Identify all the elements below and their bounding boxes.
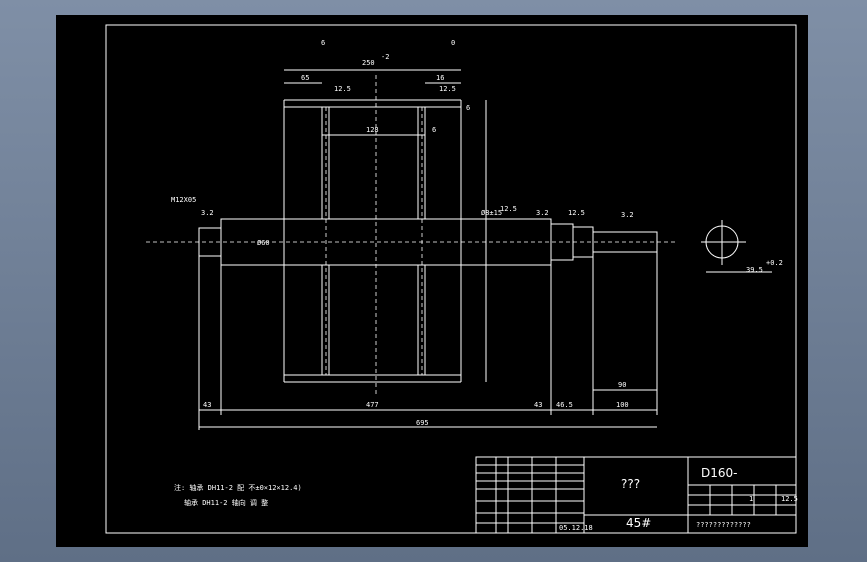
- dim-100: 100: [616, 401, 629, 409]
- section-view: [701, 220, 772, 273]
- note-line-1: 注: 轴承 DH11-2 配 不±0×12×12.4): [174, 483, 302, 492]
- dim-90: 90: [618, 381, 626, 389]
- title-block: [475, 456, 797, 534]
- material: 45#: [626, 516, 651, 530]
- drawing-canvas: 6 0 250 -2 65 16 128 6 6 Ø8±15 Ø60 43 47…: [56, 15, 808, 547]
- company: ?????????????: [696, 521, 751, 529]
- dimension-lines: [199, 69, 657, 428]
- roughness-12-5b: 12.5: [439, 85, 456, 93]
- drawing-border: [105, 24, 797, 534]
- dim-695: 695: [416, 419, 429, 427]
- sheet-ref: 12.5: [781, 495, 798, 503]
- dim-477: 477: [366, 401, 379, 409]
- dim-16: 16: [436, 74, 444, 82]
- dim-250-tol: -2: [381, 53, 389, 61]
- dim-6: 6: [321, 39, 325, 47]
- dim-43a: 43: [203, 401, 211, 409]
- dim-43b: 43: [534, 401, 542, 409]
- note-line-2: 轴承 DH11-2 轴向 调 整: [184, 498, 268, 507]
- dim-phi60: Ø60: [257, 239, 270, 247]
- date: 05.12.18: [559, 524, 593, 532]
- roughness-3-2b: 3.2: [536, 209, 549, 217]
- dim-250: 250: [362, 59, 375, 67]
- scale: 1: [749, 495, 753, 503]
- drawing-code: D160-: [701, 466, 737, 480]
- dim-6b: 6: [432, 126, 436, 134]
- drum-body: [283, 99, 462, 383]
- roughness-3-2a: 3.2: [201, 209, 214, 217]
- roughness-12-5c: 12.5: [500, 205, 517, 213]
- dim-395: 39.5: [746, 266, 763, 274]
- extension-lines: [198, 252, 658, 430]
- dim-65: 65: [301, 74, 309, 82]
- dim-128: 128: [366, 126, 379, 134]
- shaft: [146, 75, 676, 395]
- dim-phi: Ø8±15: [481, 209, 502, 217]
- dim-6c: 6: [466, 104, 470, 112]
- dim-465: 46.5: [556, 401, 573, 409]
- part-name: ???: [621, 477, 640, 491]
- roughness-12-5a: 12.5: [334, 85, 351, 93]
- dim-395-tol: +0.2: [766, 259, 783, 267]
- roughness-3-2c: 3.2: [621, 211, 634, 219]
- thread-callout: M12X05: [171, 196, 196, 204]
- engineering-drawing: 6 0 250 -2 65 16 128 6 6 Ø8±15 Ø60 43 47…: [105, 24, 798, 534]
- dim-0: 0: [451, 39, 455, 47]
- roughness-12-5d: 12.5: [568, 209, 585, 217]
